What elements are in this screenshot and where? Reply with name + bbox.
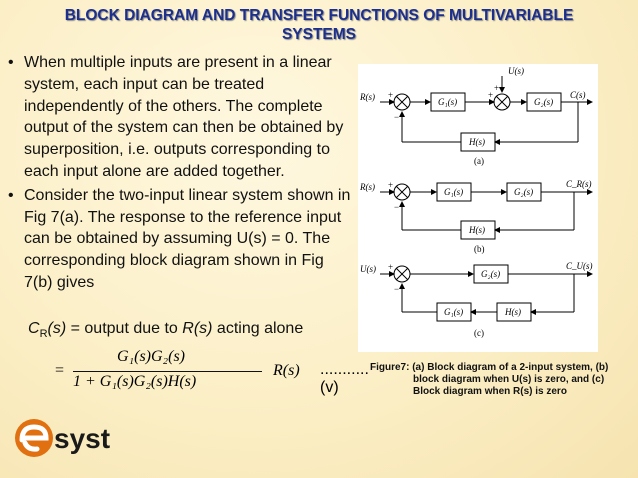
a-input-label: R(s) [359, 92, 375, 102]
a-plus-sign: + [388, 90, 393, 100]
bullet-text: When multiple inputs are present in a li… [24, 54, 344, 180]
a-plus-sign-2: + [488, 90, 493, 100]
formula-equals: = [55, 362, 65, 379]
c-minus-sign: − [394, 284, 399, 294]
a-caption-label: (a) [474, 156, 484, 166]
b-g1-block: G₁(s) [444, 187, 463, 197]
title-line-1: BLOCK DIAGRAM AND TRANSFER FUNCTIONS OF … [64, 7, 574, 24]
a-g2-block: G₂(s) [534, 97, 553, 107]
figure-caption: Figure7: (a) Block diagram of a 2-input … [370, 362, 632, 398]
block-diagram-figure: R(s) U(s) G₁(s) G₂(s) H(s) C(s) (a) + − … [358, 64, 598, 352]
diagram-c: U(s) G₂(s) G₁(s) H(s) C_U(s) (c) + − [360, 261, 593, 338]
logo-text: syst [54, 423, 110, 454]
formula-input: R(s) [273, 362, 300, 379]
diagram-b: R(s) G₁(s) G₂(s) H(s) C_R(s) (b) + − [359, 179, 593, 254]
caption-line-1: Figure7: (a) Block diagram of a 2-input … [370, 362, 609, 373]
c-input-label: U(s) [360, 264, 376, 274]
a-plus-sign-3: + [494, 83, 499, 93]
def-r: R(s) [182, 320, 213, 337]
bullet-list: • When multiple inputs are present in a … [8, 52, 353, 294]
formula-numerator: G₁(s)G₂(s) [117, 348, 185, 365]
def-c: C [28, 320, 40, 337]
a-h-block: H(s) [468, 137, 485, 147]
slide-title: BLOCK DIAGRAM AND TRANSFER FUNCTIONS OF … [0, 6, 638, 44]
bullet-item: • When multiple inputs are present in a … [8, 52, 353, 183]
title-line-2: SYSTEMS [281, 26, 357, 43]
transfer-function-formula: = G₁(s)G₂(s) 1 + G₁(s)G₂(s)H(s) R(s) ...… [55, 345, 369, 396]
bullet-text: Consider the two-input linear system sho… [24, 186, 351, 291]
a-minus-sign: − [394, 112, 399, 122]
diagram-a: R(s) U(s) G₁(s) G₂(s) H(s) C(s) (a) + − … [359, 66, 593, 166]
a-g1-block: G₁(s) [438, 97, 457, 107]
b-caption-label: (b) [474, 244, 485, 254]
equation-tag: ...........(v) [320, 361, 369, 396]
b-plus-sign: + [388, 180, 393, 190]
c-g1-block: G₁(s) [444, 307, 463, 317]
c-caption-label: (c) [474, 328, 484, 338]
bullet-dot: • [8, 54, 14, 71]
def-mid: = output due to [66, 320, 183, 337]
caption-line-2: block diagram when U(s) is zero, and (c) [413, 374, 605, 385]
c-output-label: C_U(s) [566, 261, 593, 271]
bullet-dot: • [8, 186, 14, 204]
def-tail: acting alone [212, 320, 304, 337]
fraction-bar [73, 371, 262, 372]
c-plus-sign: + [388, 262, 393, 272]
formula-denominator: 1 + G₁(s)G₂(s)H(s) [73, 373, 197, 390]
b-g2-block: G₂(s) [514, 187, 533, 197]
b-minus-sign: − [394, 202, 399, 212]
def-s: (s) [47, 320, 67, 337]
c-h-block: H(s) [504, 307, 521, 317]
esyst-logo: syst [15, 419, 110, 457]
a-output-label: C(s) [570, 90, 586, 100]
caption-line-3: Block diagram when R(s) is zero [413, 386, 567, 397]
a-disturbance-label: U(s) [508, 66, 524, 76]
bullet-item: • Consider the two-input linear system s… [8, 185, 353, 294]
output-definition: CR(s) = output due to R(s) acting alone [28, 320, 303, 340]
c-g2-block: G₂(s) [481, 269, 500, 279]
b-output-label: C_R(s) [566, 179, 592, 189]
b-h-block: H(s) [468, 225, 485, 235]
def-sub: R [39, 328, 48, 341]
b-input-label: R(s) [359, 182, 375, 192]
